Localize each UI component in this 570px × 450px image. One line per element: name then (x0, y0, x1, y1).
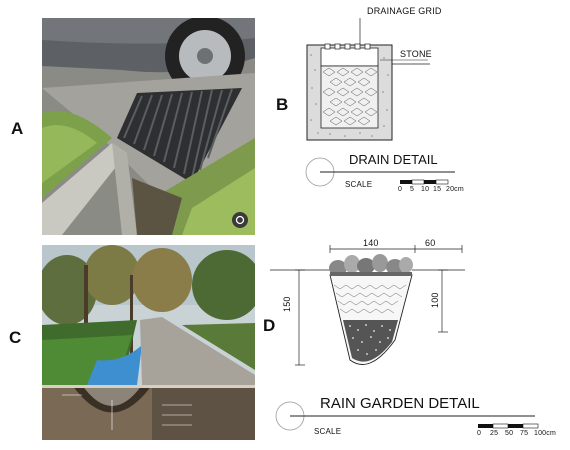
drain-scale-tick-1: 5 (410, 186, 415, 193)
rain-garden-detail-title: RAIN GARDEN DETAIL (320, 395, 480, 412)
gravel-dots (349, 324, 391, 355)
rain-garden-photo-image (42, 245, 255, 440)
rain-garden-dim-right: 100 (430, 292, 440, 308)
gravel-layer (343, 320, 398, 362)
drain-photo-image (42, 18, 255, 235)
stone-label: STONE (400, 49, 432, 59)
rain-garden-scale-tick-2: 50 (505, 430, 514, 437)
stone-pattern (322, 67, 378, 126)
rain-garden-photo (42, 245, 255, 440)
rain-garden-scale-bar (478, 423, 539, 429)
drain-scale-bar (400, 179, 449, 185)
drain-scale-tick-2: 10 (421, 186, 430, 193)
drain-scale-tick-0: 0 (398, 186, 403, 193)
rain-garden-scale-label: SCALE (314, 427, 342, 436)
drain-stone-fill (320, 65, 379, 129)
rain-garden-dim-top-right: 60 (425, 238, 436, 248)
rain-garden-dim-top-left: 140 (363, 238, 379, 248)
panel-label-d: D (263, 316, 276, 335)
panel-label-a: A (11, 119, 24, 138)
drainage-grid-label: DRAINAGE GRID (367, 6, 442, 16)
rain-garden-plants (329, 254, 413, 276)
rain-garden-scale-tick-0: 0 (477, 430, 482, 437)
rain-garden-dim-left: 150 (282, 296, 292, 312)
drain-scale-tick-4: 20cm (446, 186, 464, 193)
drain-photo (42, 18, 255, 235)
drain-grid-slot (320, 47, 379, 67)
rain-garden-scale-tick-3: 75 (520, 430, 529, 437)
concrete-texture (310, 54, 389, 137)
soil-layer (333, 284, 407, 314)
rain-garden-scale-tick-1: 25 (490, 430, 499, 437)
drainage-grid (324, 43, 371, 50)
panel-label-c: C (9, 328, 22, 347)
drain-detail-title: DRAIN DETAIL (349, 152, 438, 167)
panel-label-b: B (276, 95, 289, 114)
drain-scale-tick-3: 15 (433, 186, 442, 193)
rain-garden-scale-tick-4: 100cm (534, 430, 557, 437)
rain-garden-drawing (270, 245, 465, 366)
drain-scale-label: SCALE (345, 180, 373, 189)
